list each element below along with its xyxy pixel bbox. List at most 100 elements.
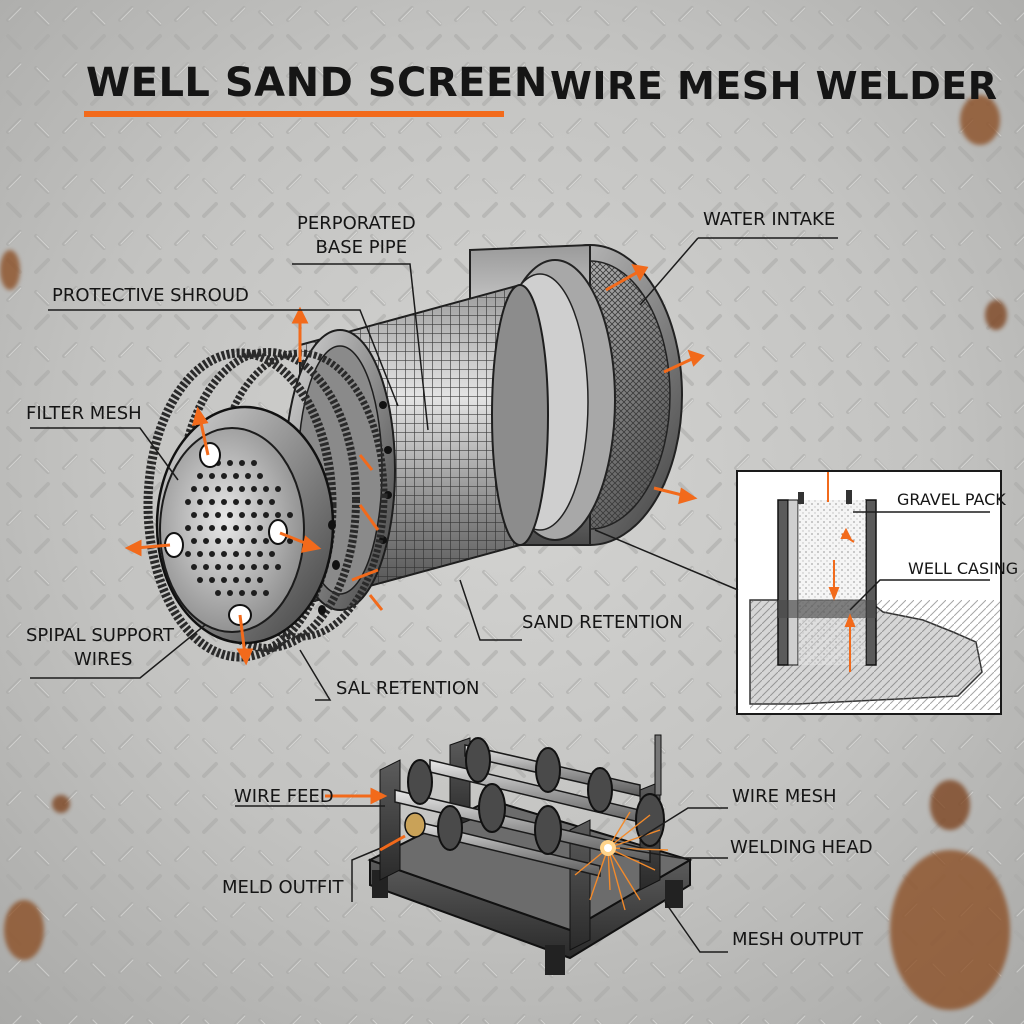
end-cap [155,405,340,645]
perforation-hole [191,564,197,570]
perforation-hole [227,512,233,518]
perforation-hole [275,512,281,518]
perforation-hole [191,538,197,544]
perforation-hole [185,499,191,505]
perforation-hole [227,564,233,570]
perforation-hole [221,577,227,583]
perforation-hole [215,564,221,570]
perforation-hole [257,551,263,557]
perforation-hole [269,499,275,505]
perforation-hole [215,590,221,596]
perforation-hole [251,486,257,492]
label-spiral-support-wires-line2: WIRES [74,649,133,670]
perforation-hole [233,499,239,505]
label-perforated-base-pipe: PERPORATED BASE PIPE [297,212,416,260]
perforation-hole [197,525,203,531]
label-welding-head: WELDING HEAD [730,837,873,858]
perforation-hole [245,473,251,479]
label-wire-feed: WIRE FEED [234,786,334,807]
perforation-hole [287,512,293,518]
label-filter-mesh: FILTER MESH [26,403,142,424]
perforation-hole [197,499,203,505]
perforation-hole [245,577,251,583]
rust-stain [985,300,1007,330]
perforation-hole [257,499,263,505]
perforation-hole [209,499,215,505]
perforation-hole [251,564,257,570]
perforation-hole [239,538,245,544]
perforation-hole [197,577,203,583]
perforation-hole [251,590,257,596]
perforation-hole [263,564,269,570]
perforation-hole [191,512,197,518]
perforation-hole [233,577,239,583]
perforation-hole [275,564,281,570]
perforation-hole [215,512,221,518]
perforation-hole [221,473,227,479]
perforation-hole [227,538,233,544]
perforation-hole [257,577,263,583]
perforation-hole [209,525,215,531]
perforation-hole [185,551,191,557]
perforation-hole [215,538,221,544]
perforation-hole [269,551,275,557]
perforation-hole [251,512,257,518]
perforation-hole [257,473,263,479]
rust-stain [890,850,1010,1010]
title-underline [84,111,504,117]
perforation-hole [239,512,245,518]
perforation-hole [263,486,269,492]
label-gravel-pack: GRAVEL PACK [897,490,1006,509]
secondary-title: WIRE MESH WELDER [550,64,998,108]
label-wire-mesh: WIRE MESH [732,786,837,807]
perforation-hole [245,551,251,557]
perforation-hole [257,525,263,531]
perforation-hole [239,590,245,596]
page-title: WELL SAND SCREEN [86,60,548,106]
perforation-hole [251,460,257,466]
perforation-hole [233,551,239,557]
perforation-hole [209,551,215,557]
perforation-hole [221,551,227,557]
perforation-hole [185,525,191,531]
label-sand-retention: SAND RETENTION [522,612,683,633]
perforation-hole [215,486,221,492]
perforation-hole [221,499,227,505]
perforation-hole [227,486,233,492]
perforation-hole [191,486,197,492]
rust-stain [930,780,970,830]
perforation-hole [263,538,269,544]
perforation-hole [245,525,251,531]
perforation-hole [239,564,245,570]
rust-stain [960,95,1000,145]
label-perforated-base-pipe-line1: PERPORATED [297,213,416,234]
perforation-hole [209,577,215,583]
rust-stain [52,795,70,813]
label-perforated-base-pipe-line2: BASE PIPE [315,237,408,258]
label-meld-output: MELD OUTFIT [222,877,344,898]
perforation-hole [233,473,239,479]
rust-stain [0,250,20,290]
perforation-hole [263,512,269,518]
label-well-casing: WELL CASING [908,559,1019,578]
label-water-intake: WATER INTAKE [703,209,836,230]
perforation-hole [287,538,293,544]
perforation-hole [203,564,209,570]
label-mesh-output: MESH OUTPUT [732,929,863,950]
perforation-hole [245,499,251,505]
rust-stain [4,900,44,960]
perforation-hole [239,460,245,466]
perforation-hole [275,486,281,492]
perforation-hole [209,473,215,479]
perforation-hole [239,486,245,492]
perforation-hole [263,590,269,596]
perforation-hole [203,512,209,518]
perforation-hole [197,551,203,557]
label-spiral-support-wires-line1: SPIPAL SUPPORT [26,625,175,646]
perforation-hole [203,486,209,492]
perforation-hole [251,538,257,544]
